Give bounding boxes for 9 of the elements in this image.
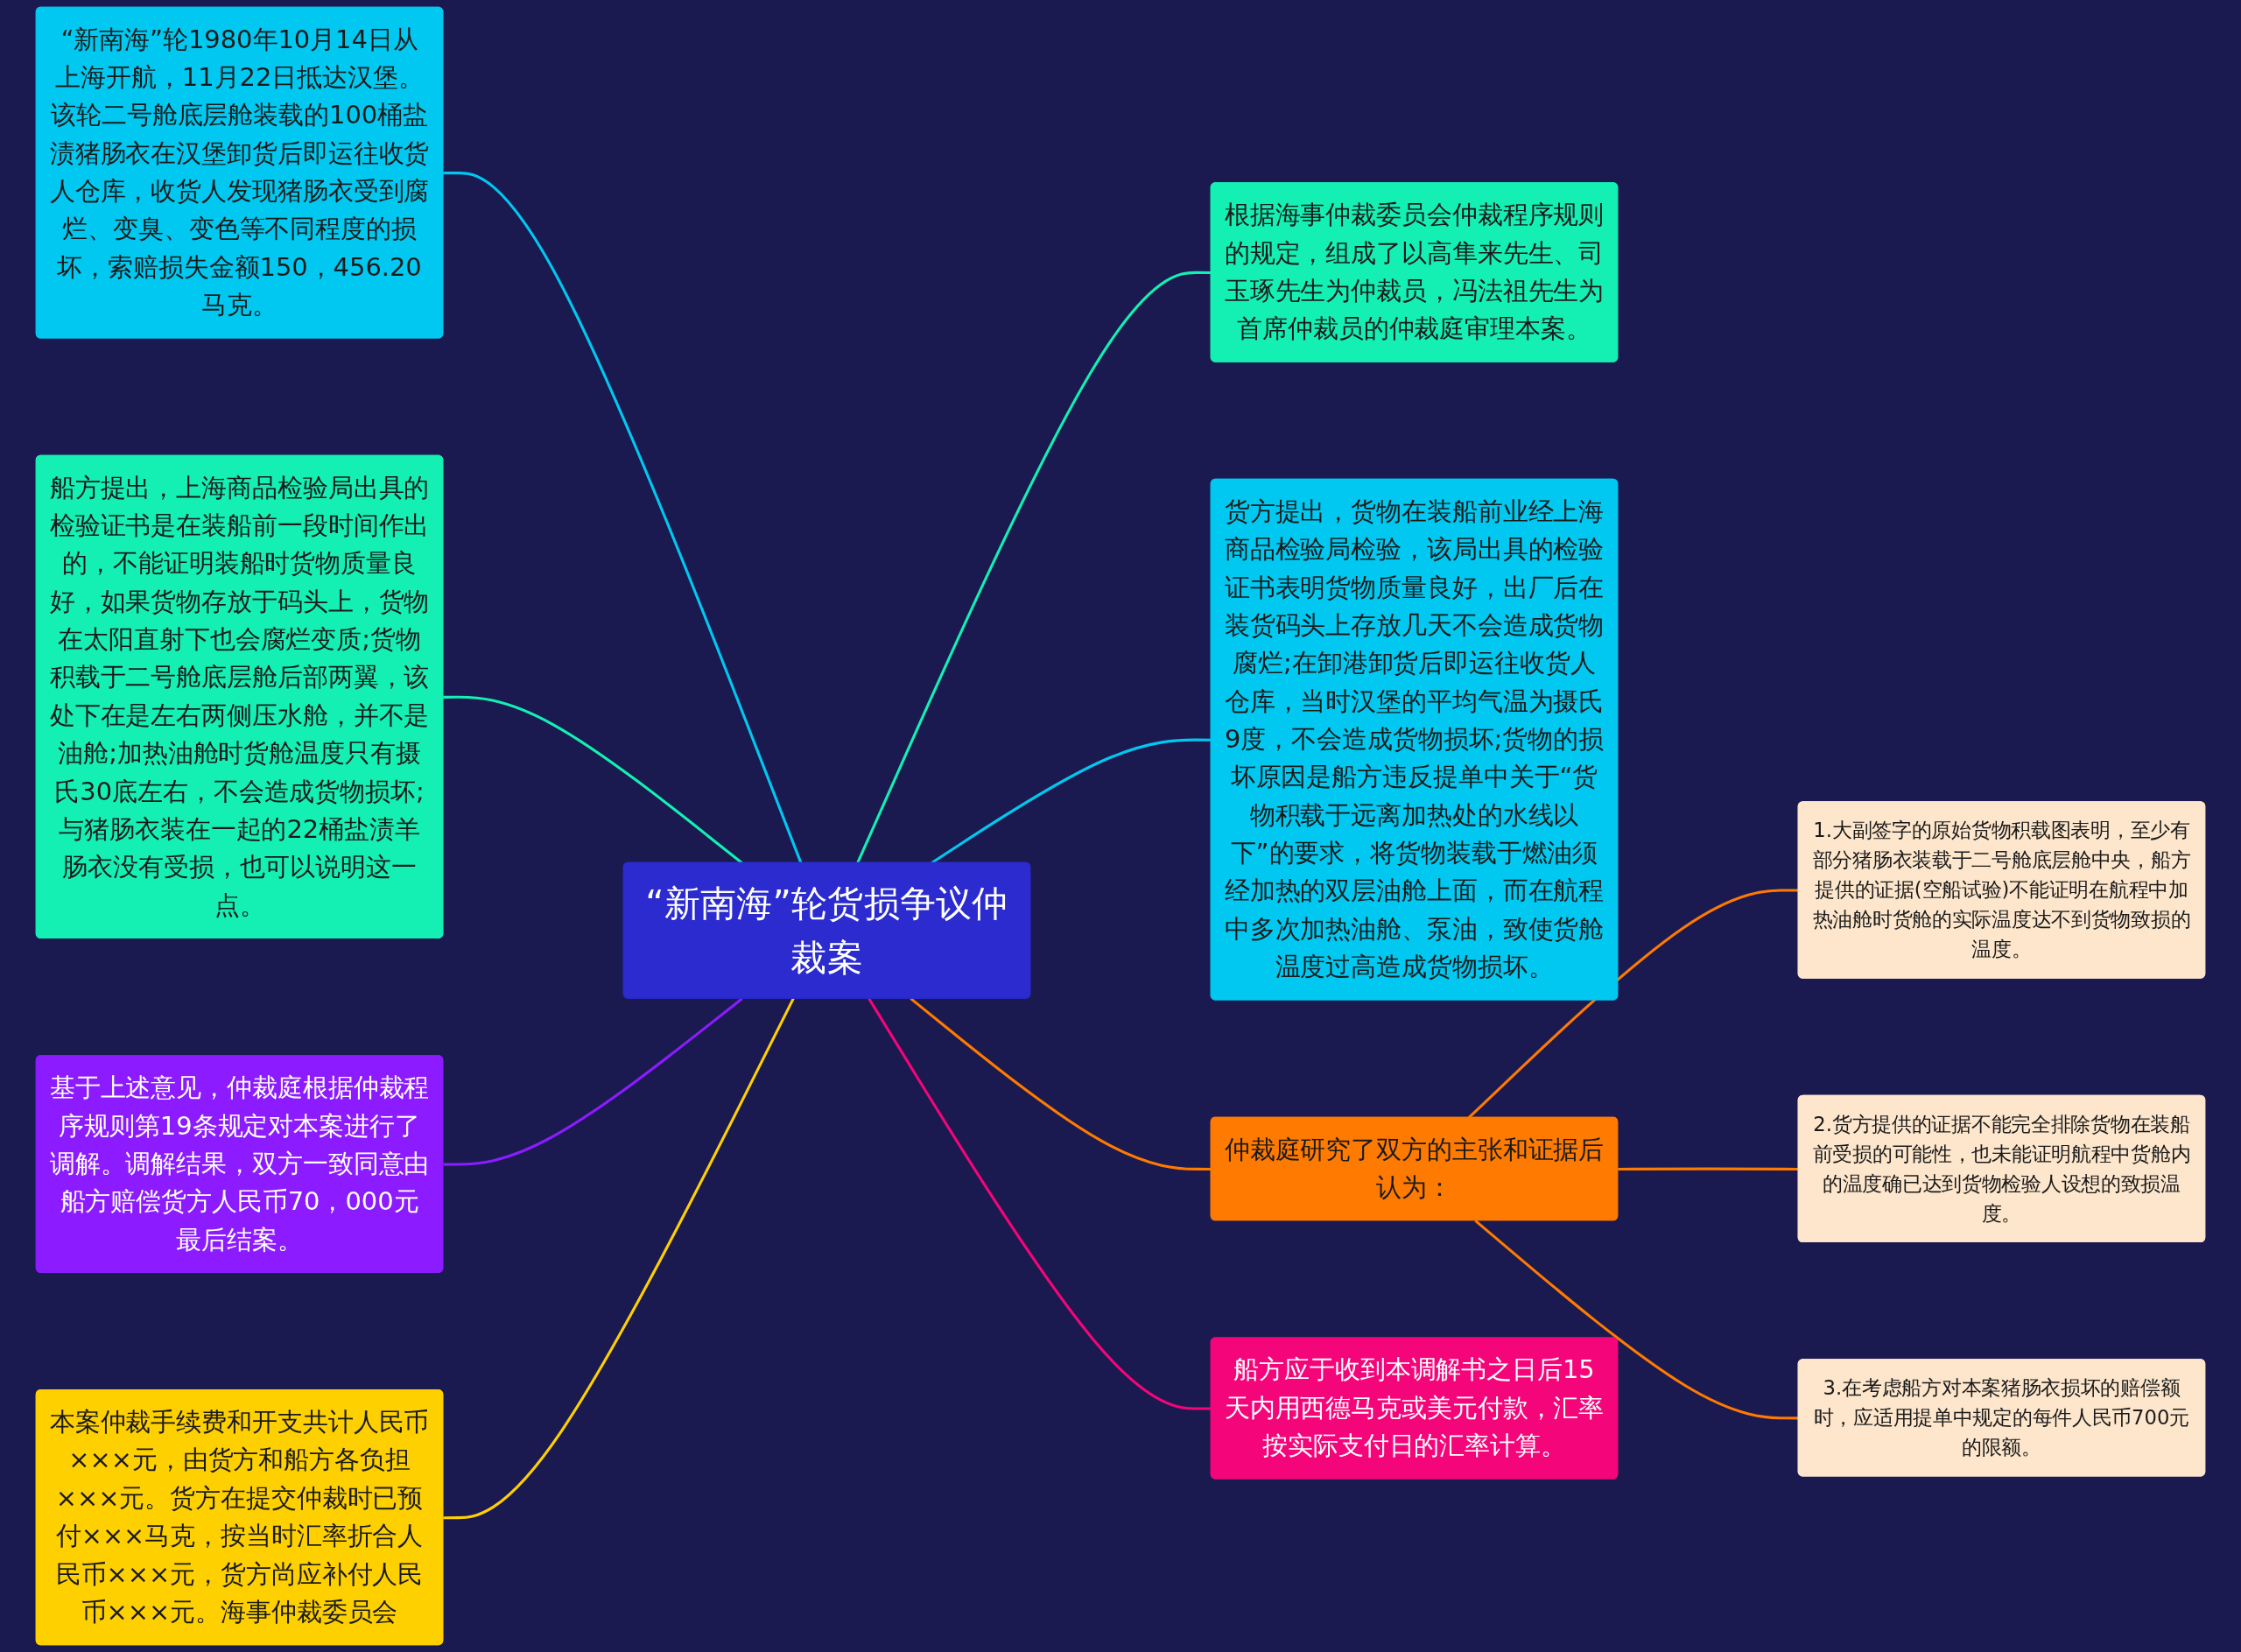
connector: [443, 172, 803, 864]
connector: [856, 271, 1212, 864]
connector: [443, 997, 743, 1166]
connector: [868, 997, 1212, 1410]
connector: [1467, 889, 1799, 1119]
connector: [443, 997, 795, 1520]
connector: [910, 997, 1212, 1171]
connector: [1618, 1167, 1799, 1171]
connector: [1474, 1220, 1799, 1420]
